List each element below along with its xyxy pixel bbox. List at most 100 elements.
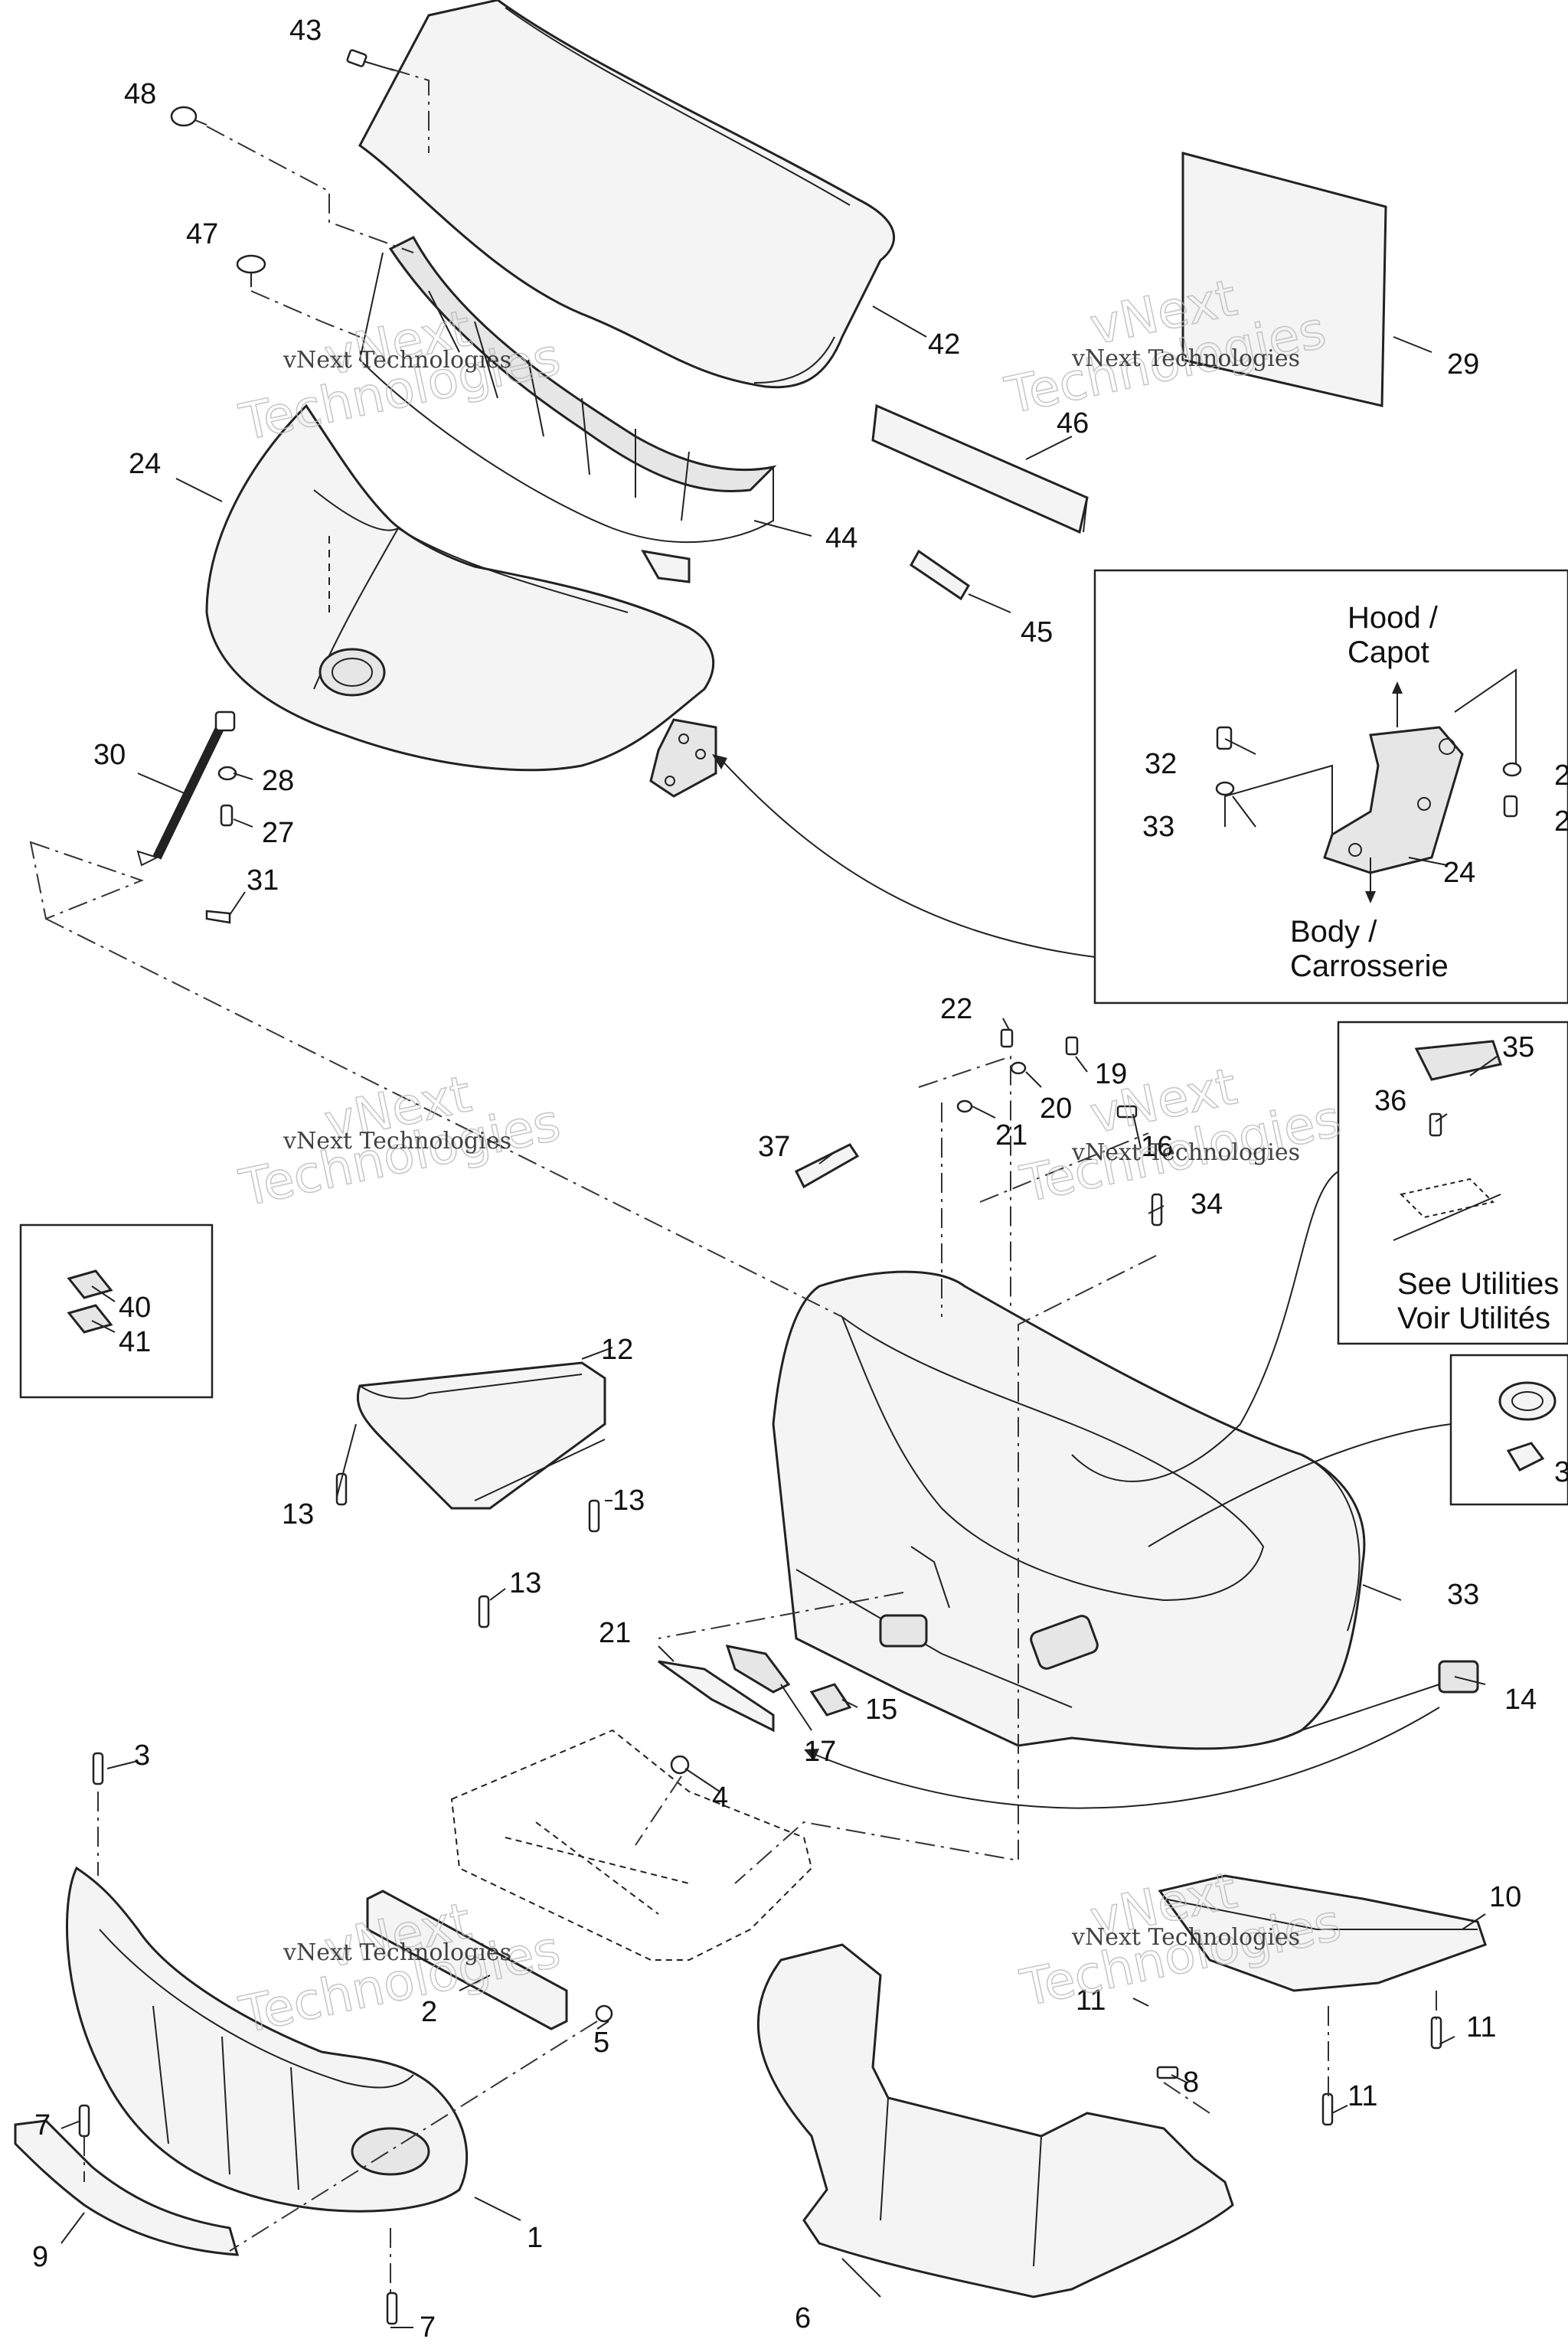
washer-inset	[19, 1223, 214, 1399]
windshield-trim-part	[358, 236, 777, 583]
callout-32: 33	[1142, 811, 1174, 843]
callout-47: 47	[186, 218, 218, 250]
fasteners-27-28-30	[205, 766, 237, 924]
callout-27: 27	[262, 817, 294, 849]
callout-11-b: 11	[1466, 2011, 1496, 2043]
hood-support-strut	[136, 710, 236, 867]
callout-13-bottom: 13	[509, 1567, 541, 1599]
callout-12: 12	[601, 1334, 633, 1366]
watermark-small-5: vNext Technologies	[283, 1939, 511, 1966]
callout-24: 24	[1443, 857, 1475, 889]
callout-33: 33	[1447, 1579, 1479, 1611]
body-label-line2: Carrosserie	[1290, 949, 1449, 983]
utilities-reference-inset	[1337, 1021, 1568, 1345]
callout-28: 28	[262, 765, 294, 797]
hinge-cut-label-2: 2	[1554, 805, 1568, 838]
hinge-cut-label-1: 2	[1554, 760, 1568, 792]
callout-4: 4	[712, 1782, 728, 1814]
fastener-43	[346, 49, 395, 71]
callout-29-left: 30	[93, 739, 126, 771]
callout-34: 34	[1191, 1188, 1223, 1220]
callout-13-left: 13	[282, 1498, 314, 1530]
clip-cut-label: 3	[1554, 1456, 1568, 1488]
callout-41: 41	[119, 1326, 151, 1358]
callout-29-top: 29	[1447, 348, 1479, 381]
air-duct-10	[1158, 1874, 1487, 1992]
callout-7-top: 7	[34, 2109, 51, 2141]
callout-2: 2	[421, 1996, 437, 2028]
clip-detail-inset	[1449, 1354, 1568, 1506]
air-duct-12	[356, 1361, 606, 1510]
callout-22: 22	[940, 993, 972, 1025]
watermark-small-2: vNext Technologies	[1071, 345, 1300, 372]
hood-label-line1: Hood /	[1348, 601, 1439, 635]
callout-20: 21	[995, 1119, 1027, 1152]
callout-11-c: 11	[1348, 2080, 1377, 2112]
watermark-small-4: vNext Technologies	[1071, 1139, 1300, 1166]
callout-1: 1	[527, 2222, 543, 2254]
callout-44: 44	[825, 522, 858, 554]
rod-part-37	[794, 1143, 860, 1189]
latch-part-15	[809, 1683, 852, 1717]
callout-17: 17	[804, 1736, 836, 1768]
see-utilities-text: See Utilities	[1397, 1267, 1559, 1301]
callout-11-a: 11	[1076, 1984, 1106, 2017]
callout-30: 31	[247, 864, 279, 897]
foam-strip-part	[871, 403, 1089, 534]
callout-18: 19	[1095, 1058, 1127, 1090]
front-bumper	[66, 1866, 469, 2213]
bumper-strip	[14, 2119, 240, 2256]
frame-structure	[450, 1729, 813, 1961]
callout-5: 5	[593, 2027, 609, 2059]
callout-31: 32	[1145, 748, 1177, 780]
watermark-small-6: vNext Technologies	[1071, 1924, 1300, 1951]
callout-3: 3	[134, 1740, 150, 1772]
utilities-inset-labels: See Utilities Voir Utilités	[1397, 1267, 1559, 1335]
cable-part-14	[1301, 1660, 1479, 1731]
callout-13-right: 13	[612, 1485, 645, 1517]
fasteners-misc	[78, 1028, 1442, 2325]
seal-part-21	[658, 1660, 775, 1733]
callout-40: 40	[119, 1292, 151, 1324]
callout-36: 36	[1374, 1085, 1406, 1117]
callout-48: 48	[124, 78, 156, 110]
bracket-2	[366, 1890, 568, 2030]
callout-labels: 43 48 47 42 29 46 24 44 45 30 28 27 31 3…	[32, 15, 1537, 2344]
reference-curves	[712, 754, 1452, 1809]
latch-part-17	[725, 1645, 791, 1694]
hood-hinge-part	[649, 718, 717, 798]
callout-45: 45	[1021, 616, 1053, 648]
callout-16: 16	[1141, 1131, 1173, 1163]
front-body-storage-tub	[772, 1270, 1366, 1750]
callout-43: 43	[289, 15, 322, 47]
callout-37: 37	[758, 1131, 790, 1163]
callout-7-bottom: 7	[420, 2311, 436, 2344]
fastener-47	[236, 254, 266, 287]
windshield-part	[358, 0, 896, 389]
rod-part	[910, 549, 970, 601]
callout-35: 35	[1502, 1031, 1534, 1063]
hinge-inset-labels: Hood / Capot Body / Carrosserie 2 2	[1290, 601, 1568, 983]
callout-9: 9	[32, 2241, 48, 2273]
lower-body-panel	[756, 1943, 1234, 2298]
fastener-48	[170, 106, 207, 127]
callout-23: 24	[129, 448, 161, 480]
callout-leaders	[60, 305, 1498, 2328]
body-label-line1: Body /	[1290, 915, 1377, 949]
panel-part-29	[1181, 152, 1387, 407]
voir-utilites-text: Voir Utilités	[1397, 1302, 1550, 1335]
callout-46: 46	[1057, 407, 1089, 439]
assembly-dashed-lines	[29, 68, 1437, 2297]
clip-inset-labels: 3	[1554, 1456, 1568, 1488]
hood-label-line2: Capot	[1348, 635, 1429, 669]
callout-21: 21	[599, 1617, 631, 1649]
callout-8: 8	[1183, 2066, 1199, 2099]
watermark-small-1: vNext Technologies	[283, 347, 511, 374]
callout-6: 6	[795, 2302, 811, 2334]
callout-42: 42	[928, 328, 960, 361]
callout-19: 20	[1040, 1093, 1072, 1125]
hinge-detail-inset	[1093, 569, 1568, 1004]
callout-15: 15	[865, 1694, 897, 1726]
callout-10: 10	[1489, 1881, 1521, 1913]
